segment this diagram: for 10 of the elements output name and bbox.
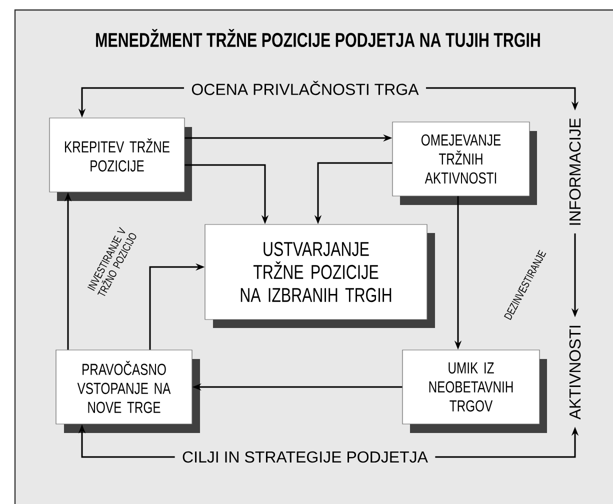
title: MENEDŽMENT TRŽNE POZICIJE PODJETJA NA TUJIH TRGIH — [96, 28, 540, 48]
flow-label: OCENA PRIVLAČNOSTI TRGA — [192, 80, 419, 96]
flow-label: CILJI IN STRATEGIJE PODJETJA — [182, 451, 428, 463]
flow-label: AKTIVNOSTI — [569, 326, 581, 420]
process-box: PRAVOČASNO VSTOPANJE NA NOVE TRGE — [56, 350, 200, 433]
flow-label: INFORMACIJE — [569, 118, 581, 225]
process-box: KREPITEV TRŽNE POZICIJE — [49, 118, 192, 201]
process-box: UMIK IZ NEOBETAVNIH TRGOV — [402, 350, 547, 433]
process-box: OMEJEVANJE TRŽNIH AKTIVNOSTI — [392, 122, 537, 205]
main-box: USTVARJANJE TRŽNE POZICIJE NA IZBRANIH TRGIH — [204, 224, 435, 328]
